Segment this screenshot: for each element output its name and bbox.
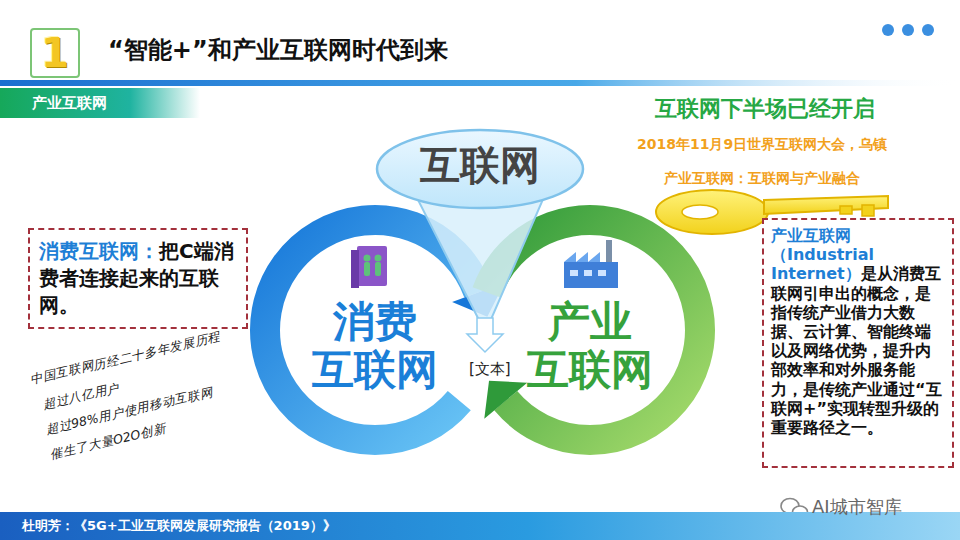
key-headline: 互联网下半场已经开启	[655, 94, 875, 124]
slide-title: “智能+”和产业互联网时代到来	[108, 34, 448, 66]
definition-box: 消费互联网：把C端消费者连接起来的互联网。	[28, 228, 248, 329]
watermark: AI城市智库	[812, 495, 902, 519]
internet-ellipse: 互联网	[375, 128, 585, 210]
factory-icon	[564, 240, 618, 288]
text-holder: 产业互联网	[0, 88, 200, 118]
text-holder: 消费 互联网	[307, 298, 443, 395]
callout-number-box: 1	[30, 28, 80, 78]
definition-term: 产业互联网 （Industrial Internet）	[771, 226, 874, 283]
slanted-note: 中国互联网历经二十多年发展历程	[28, 329, 222, 389]
text-holder: 消费互联网：把C端消费者连接起来的互联网。	[30, 230, 246, 327]
section-band: 产业互联网	[0, 88, 200, 118]
header-line	[0, 80, 960, 86]
definition-term: 消费互联网：	[39, 239, 159, 263]
text-holder: 产业互联网 （Industrial Internet）是从消费互联网引申出的概念…	[764, 220, 952, 443]
key-note: 产业互联网：互联网与产业融合	[664, 170, 860, 188]
text-holder: 1	[32, 30, 78, 76]
ring-label: 消费 互联网	[307, 298, 443, 395]
callout-number: 1	[32, 30, 78, 76]
definition-body: 是从消费互联网引申出的概念，是指传统产业借力大数据、云计算、智能终端以及网络优势…	[771, 264, 942, 437]
corner-dots	[882, 24, 934, 36]
placeholder-text: [文本]	[467, 360, 513, 379]
key-event: 2018年11月9日世界互联网大会，乌镇	[637, 136, 887, 154]
section-name: 产业互联网	[0, 88, 200, 118]
ring-label: 产业 互联网	[522, 298, 658, 395]
text-holder: 互联网	[375, 128, 585, 189]
source-caption: 杜明芳：《5G+工业互联网发展研究报告（2019）》	[22, 517, 336, 535]
text-holder: 产业 互联网	[522, 298, 658, 395]
definition-box: 产业互联网 （Industrial Internet）是从消费互联网引申出的概念…	[762, 218, 954, 468]
book-icon	[351, 246, 387, 288]
ellipse-label: 互联网	[375, 141, 585, 189]
